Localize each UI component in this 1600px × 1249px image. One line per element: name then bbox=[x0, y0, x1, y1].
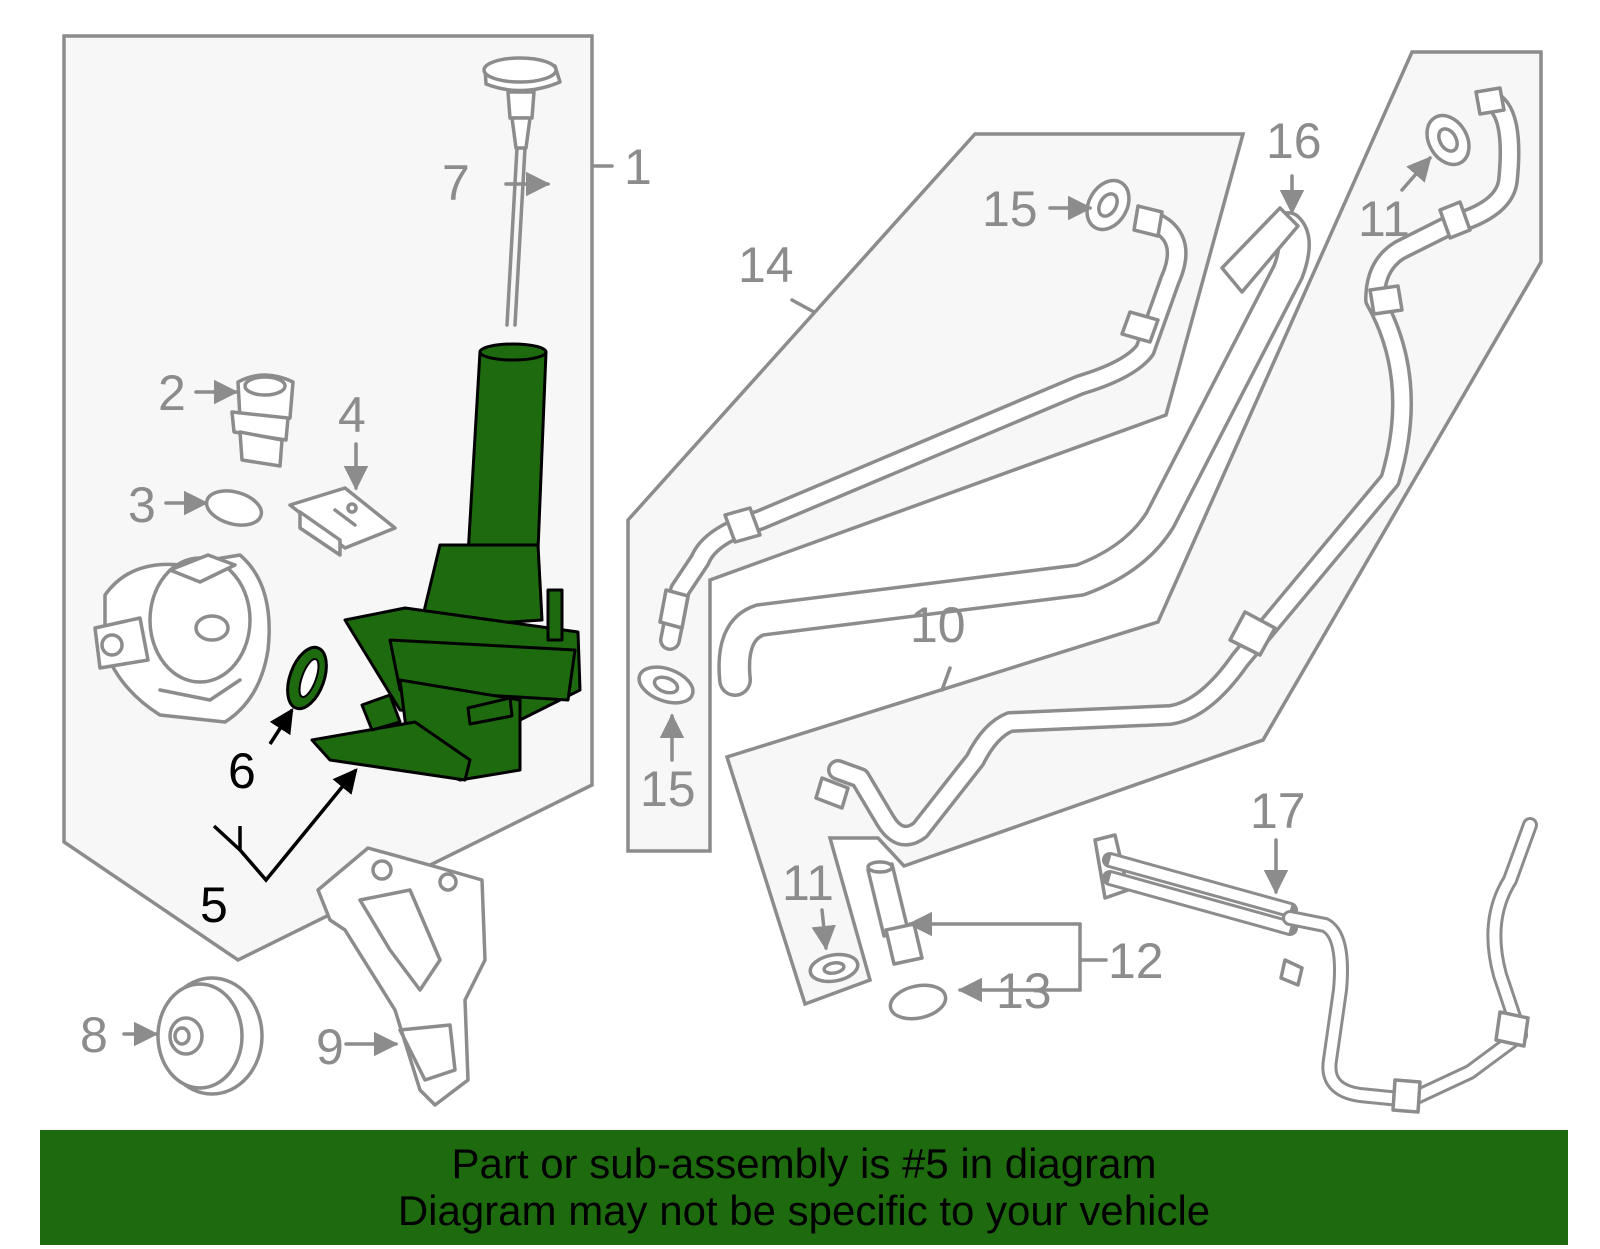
seal-part-6 bbox=[286, 645, 328, 711]
callout-11-top: 11 bbox=[1358, 191, 1410, 247]
banner-line-2: Diagram may not be specific to your vehi… bbox=[397, 1187, 1211, 1234]
callout-2: 2 bbox=[158, 365, 186, 421]
callout-9: 9 bbox=[316, 1019, 344, 1075]
callout-4: 4 bbox=[338, 387, 366, 443]
washer-11-top bbox=[1425, 113, 1471, 167]
callout-15-top: 15 bbox=[982, 181, 1038, 237]
callout-12: 12 bbox=[1108, 933, 1164, 989]
callout-16: 16 bbox=[1266, 113, 1322, 169]
banner-line-1: Part or sub-assembly is #5 in diagram bbox=[451, 1140, 1157, 1187]
dipstick-cap-part bbox=[482, 56, 562, 327]
callout-15-lower: 15 bbox=[640, 761, 696, 817]
clip-part bbox=[288, 486, 397, 557]
pressure-hose-10 bbox=[814, 86, 1521, 847]
power-steering-pump bbox=[93, 553, 271, 724]
highlight-leader-lines bbox=[212, 707, 358, 883]
callout-10: 10 bbox=[910, 597, 966, 653]
fitting-12 bbox=[866, 860, 924, 966]
callout-13: 13 bbox=[996, 963, 1052, 1019]
pulley-part bbox=[156, 976, 264, 1096]
hose-10-panel bbox=[724, 50, 1543, 1007]
callout-8: 8 bbox=[80, 1007, 108, 1063]
reservoir-part-5 bbox=[310, 342, 582, 782]
callout-5: 5 bbox=[200, 877, 228, 933]
leader-lines bbox=[122, 156, 1432, 1057]
callout-3: 3 bbox=[128, 477, 156, 533]
o-ring-13 bbox=[888, 983, 948, 1021]
fitting-part bbox=[230, 373, 295, 468]
callout-17: 17 bbox=[1250, 783, 1306, 839]
cooler-17 bbox=[1093, 817, 1538, 1114]
callout-6: 6 bbox=[228, 743, 256, 799]
bracket-part bbox=[316, 846, 487, 1107]
callout-11-lower: 11 bbox=[782, 855, 834, 911]
callout-7: 7 bbox=[442, 155, 470, 211]
info-banner: Part or sub-assembly is #5 in diagram Di… bbox=[40, 1130, 1568, 1245]
hose-14-panel bbox=[626, 132, 1246, 853]
washer-15-top bbox=[1085, 178, 1131, 232]
callout-1: 1 bbox=[624, 139, 652, 195]
pressure-hose-14 bbox=[658, 204, 1188, 651]
washer-15-lower bbox=[637, 665, 695, 705]
callout-14: 14 bbox=[738, 237, 794, 293]
return-hose-16 bbox=[717, 206, 1311, 697]
washer-11-lower bbox=[808, 952, 860, 984]
